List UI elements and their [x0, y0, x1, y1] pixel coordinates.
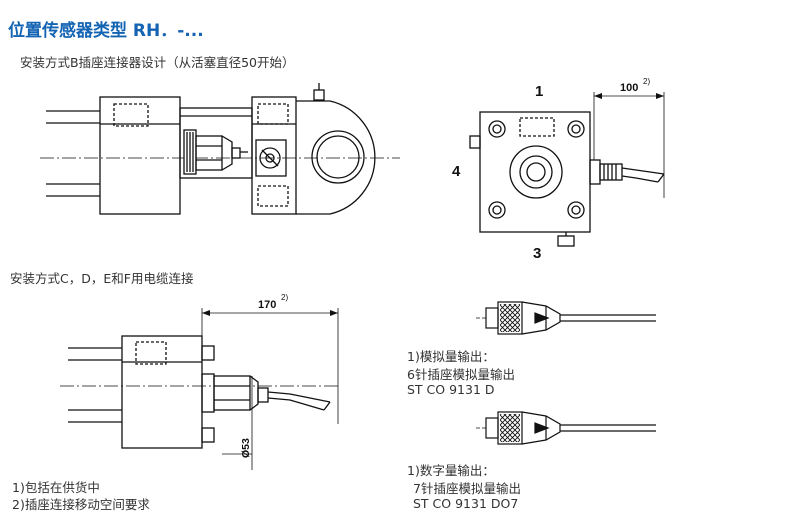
digital-output-part: ST CO 9131 DO7 [413, 496, 519, 511]
page-title: 位置传感器类型 RH．-... [8, 21, 204, 41]
dim-100-label: 100 [620, 82, 638, 94]
dim-100-footnote-mark: 2) [643, 77, 650, 86]
footnote-1: 1)包括在供货中 [12, 480, 100, 495]
analog-output-part: ST CO 9131 D [407, 382, 495, 397]
top-view-label-3: 3 [533, 245, 541, 262]
dim-170-label: 170 [258, 299, 276, 311]
footnote-2: 2)插座连接移动空间要求 [12, 497, 150, 512]
top-view-label-4: 4 [452, 163, 461, 180]
dim-d53-label: Ø53 [240, 438, 252, 458]
digital-output-desc: 7针插座模拟量输出 [413, 481, 521, 496]
dim-170-footnote-mark: 2) [281, 293, 288, 302]
analog-output-heading: 1)模拟量输出： [407, 349, 495, 364]
top-view-label-1: 1 [535, 83, 543, 100]
digital-output-heading: 1)数字量输出： [407, 463, 495, 478]
mount-cdef-caption: 安装方式C，D，E和F用电缆连接 [10, 271, 194, 286]
analog-output-desc: 6针插座模拟量输出 [407, 367, 515, 382]
mount-b-caption: 安装方式B插座连接器设计（从活塞直径50开始） [20, 55, 295, 70]
